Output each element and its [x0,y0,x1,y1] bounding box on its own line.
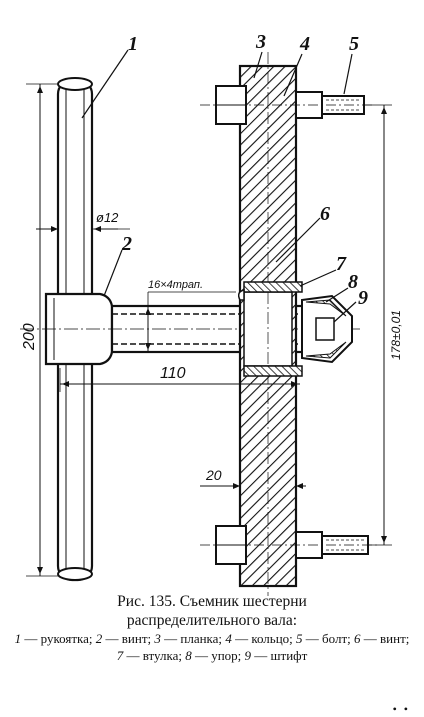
legend-number: 6 [354,631,361,646]
bushing [237,281,303,377]
legend-text: — рукоятка; [21,631,96,646]
leader-lines [81,49,357,323]
legend-text: — винт; [102,631,155,646]
legend-number: 8 [185,648,192,663]
caption-line-1: Рис. 135. Съемник шестерни [117,593,307,610]
legend-number: 2 [95,631,103,646]
plate [238,52,298,596]
technical-drawing: 1 2 3 4 5 6 7 8 9 200 110 20 ø12 178±0,0… [20,31,403,596]
label-6: 6 [320,203,330,225]
legend-number: 1 [14,631,22,646]
caption-line-2: распределительного вала: [126,612,298,629]
legend-number: 7 [116,648,124,663]
legend-text: — штифт [251,648,308,663]
dim-178: 178±0,01 [389,310,403,360]
dim-12: ø12 [96,210,119,225]
label-9: 9 [358,287,368,309]
legend-number: 5 [296,631,303,646]
legend-text: — винт; [360,631,410,646]
thread-spec: 16×4трап. [148,279,203,291]
label-5: 5 [349,33,359,55]
legend-text: — втулка; [123,648,186,663]
legend-text: — планка; [160,631,226,646]
dim-200: 200 [21,323,38,351]
label-1: 1 [128,33,138,55]
legend-text: — болт; [302,631,355,646]
legend-number: 3 [154,631,161,646]
label-3: 3 [255,31,266,53]
figure-caption: Рис. 135. Съемник шестерни распределител… [0,592,424,664]
legend-text: — упор; [191,648,245,663]
legend-number: 9 [244,648,252,663]
dim-110: 110 [160,365,186,382]
label-7: 7 [336,253,347,275]
label-2: 2 [121,233,132,255]
top-bolt [200,85,375,125]
corner-mark: • • [392,702,410,716]
caption-legend: 1 — рукоятка; 2 — винт; 3 — планка; 4 — … [0,630,424,664]
label-4: 4 [299,33,310,55]
label-8: 8 [348,271,358,293]
dim-20: 20 [205,467,222,483]
legend-text: — кольцо; [231,631,297,646]
legend-number: 4 [225,631,232,646]
pin [315,317,335,341]
bottom-bolt [200,525,380,565]
dimension-lines [26,83,392,577]
